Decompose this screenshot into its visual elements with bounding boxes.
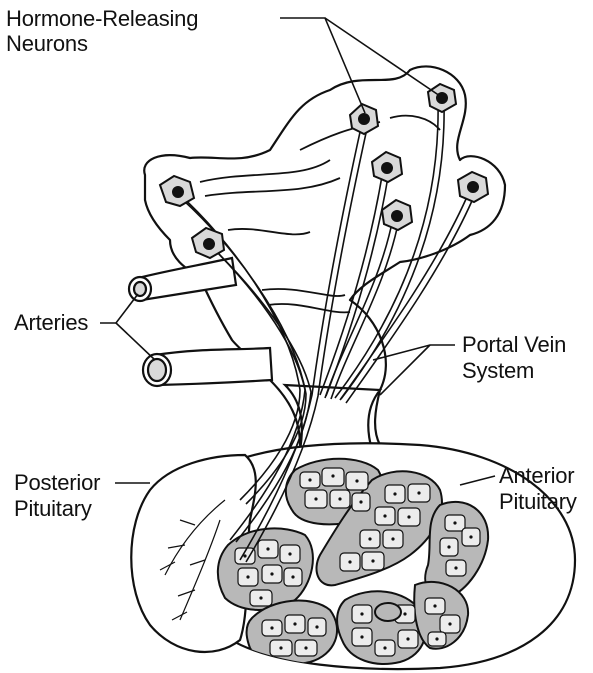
leader-arteries-2 (116, 323, 155, 360)
label-anterior-line2: Pituitary (499, 489, 577, 514)
label-hormone-neurons-line2: Neurons (6, 31, 88, 56)
artery-lower (143, 348, 272, 386)
label-hormone-neurons-line1: Hormone-Releasing (6, 6, 198, 31)
label-arteries: Arteries (14, 310, 88, 335)
label-portal-vein-line2: System (462, 358, 534, 383)
neuron-cell-7 (458, 172, 488, 202)
label-portal-vein-line1: Portal Vein (462, 332, 566, 357)
label-posterior-line2: Pituitary (14, 496, 92, 521)
label-posterior-line1: Posterior (14, 470, 100, 495)
label-anterior-line1: Anterior (499, 463, 574, 488)
leader-portal-2 (380, 345, 430, 395)
